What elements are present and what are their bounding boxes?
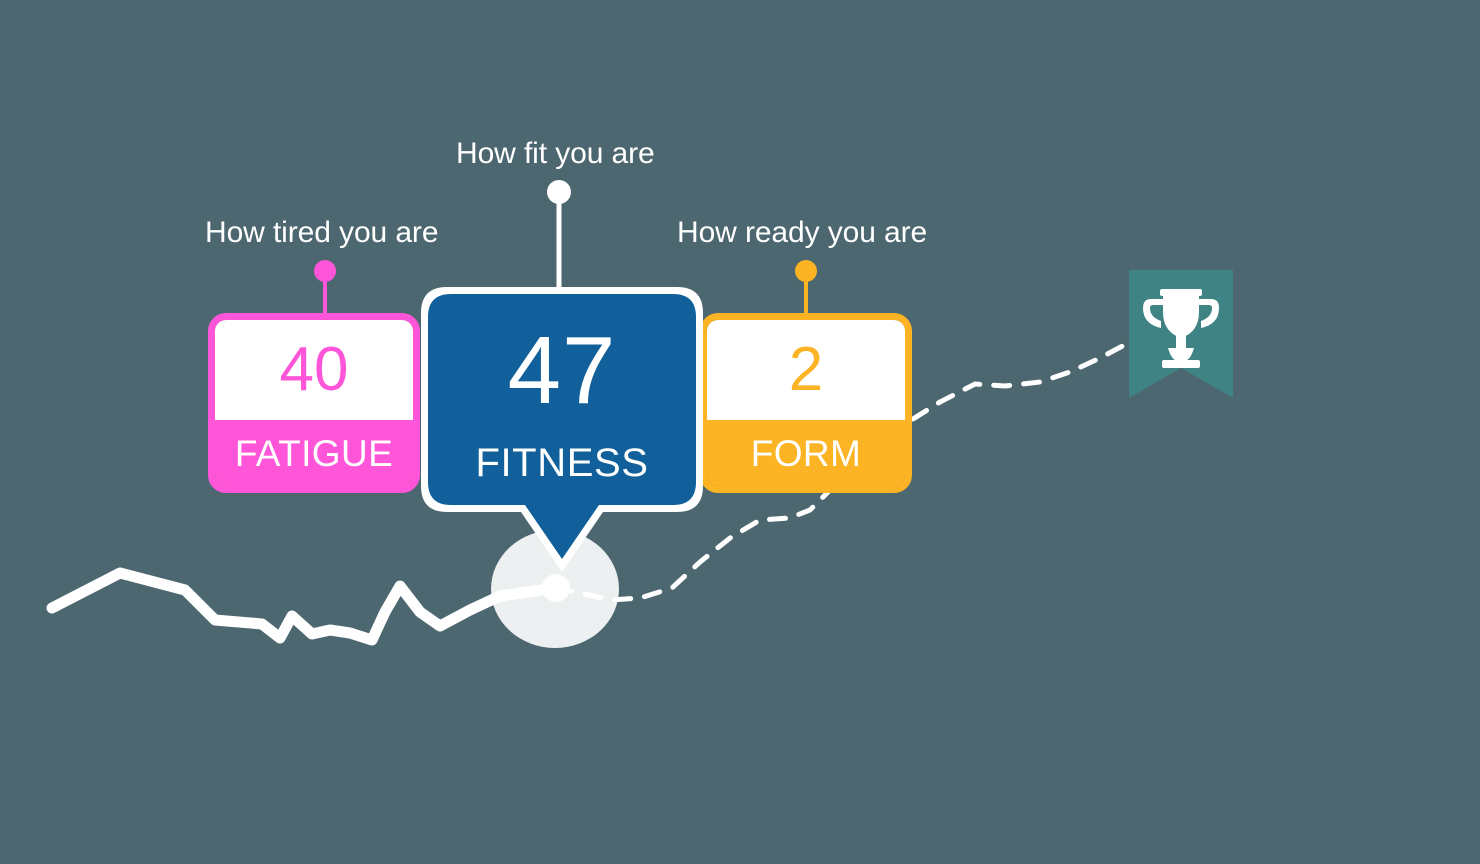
trophy-icon: [1143, 289, 1219, 368]
callout-label-form: How ready you are: [677, 216, 928, 249]
history-line: [46, 567, 562, 646]
pin-fitness: [547, 180, 571, 300]
achievement-badge[interactable]: [1129, 270, 1233, 398]
pin-dot-fitness: [547, 180, 571, 204]
metric-card-fitness[interactable]: 47 FITNESS: [421, 287, 703, 572]
current-point-marker: [542, 574, 570, 602]
pin-stem-fitness: [556, 191, 562, 300]
fitness-card-shape: [421, 287, 703, 572]
pin-fatigue: [314, 260, 336, 328]
pin-dot-form: [795, 260, 817, 282]
form-value: 2: [707, 320, 905, 420]
callout-label-fatigue: How tired you are: [205, 216, 439, 249]
pin-form: [795, 260, 817, 328]
metric-card-fatigue[interactable]: 40 FATIGUE: [208, 313, 420, 493]
form-label: FORM: [707, 420, 905, 486]
callout-label-fitness: How fit you are: [456, 137, 655, 170]
pin-stem-form: [804, 271, 808, 328]
fatigue-label: FATIGUE: [215, 420, 413, 486]
fatigue-value: 40: [215, 320, 413, 420]
metric-card-form[interactable]: 2 FORM: [700, 313, 912, 493]
pin-dot-fatigue: [314, 260, 336, 282]
pin-stem-fatigue: [323, 271, 327, 328]
